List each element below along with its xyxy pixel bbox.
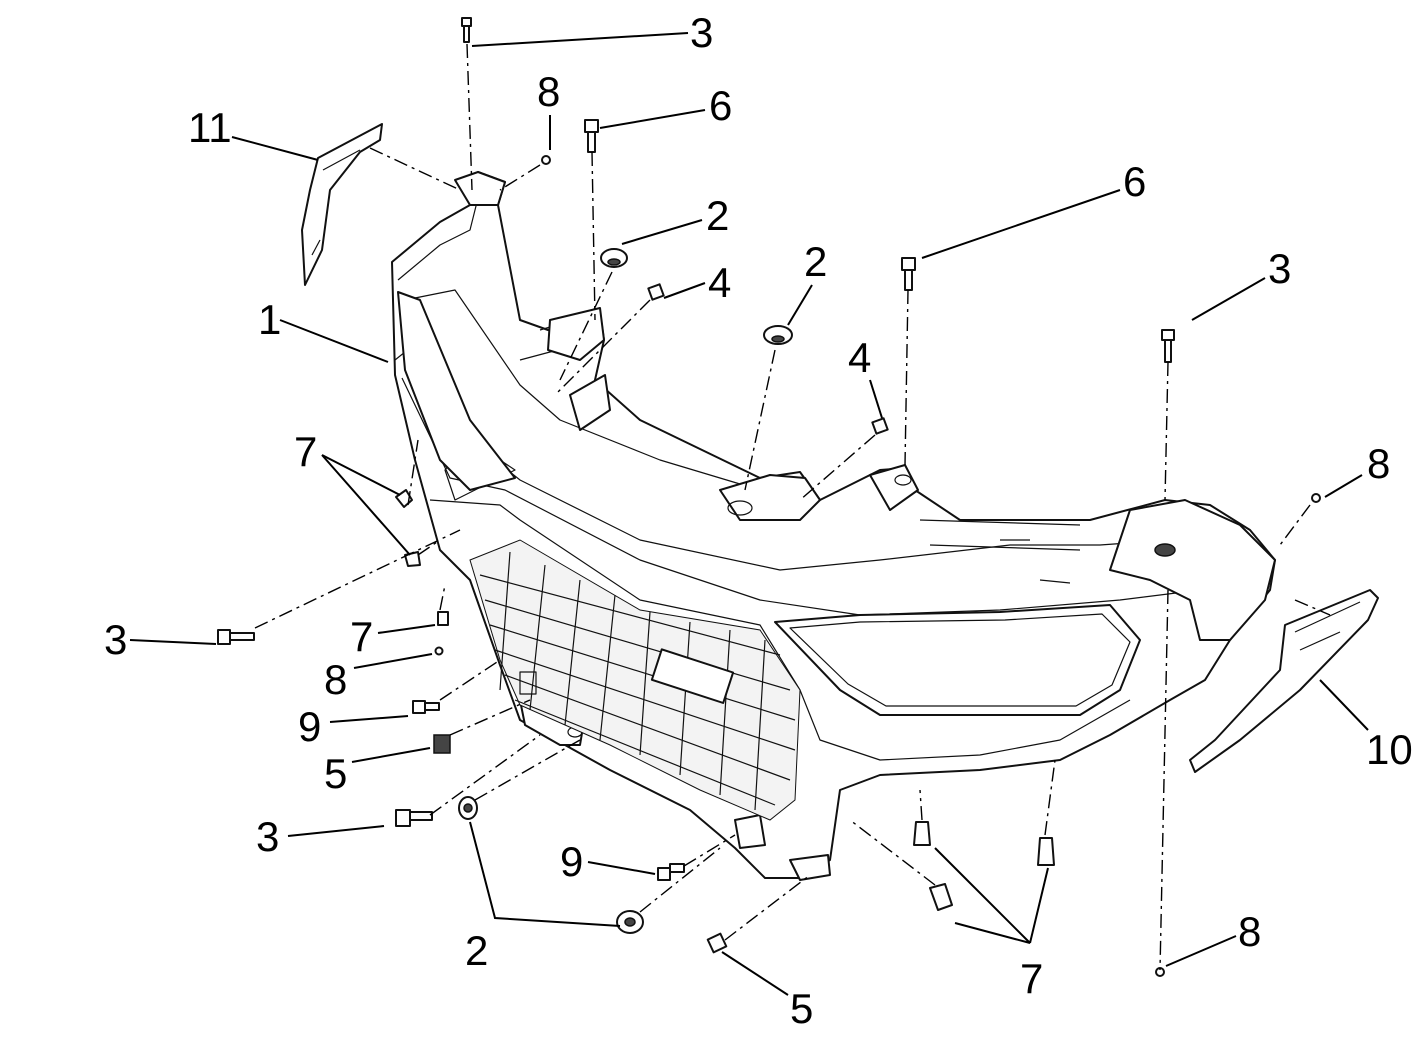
- grille-mesh: [469, 539, 801, 821]
- callout-4: 4: [708, 259, 731, 306]
- clip-nut-icon: [647, 283, 665, 301]
- callout-5: 5: [790, 985, 813, 1032]
- left-side-bracket: [301, 123, 383, 286]
- callout-6: 6: [1123, 158, 1146, 205]
- push-rivet-icon: [929, 883, 953, 911]
- callout-2: 2: [465, 927, 488, 974]
- callout-10: 10: [1366, 726, 1413, 773]
- callout-9: 9: [560, 838, 583, 885]
- callout-7: 7: [1020, 955, 1043, 1002]
- callout-3: 3: [104, 616, 127, 663]
- bolt-icon: [217, 629, 255, 645]
- callout-3: 3: [1268, 245, 1291, 292]
- callout-9: 9: [298, 703, 321, 750]
- leader-lines: [129, 32, 1369, 996]
- callout-7: 7: [294, 428, 317, 475]
- fasteners: [217, 17, 1321, 977]
- callout-8: 8: [537, 68, 560, 115]
- callout-6: 6: [709, 82, 732, 129]
- right-side-bracket: [1189, 589, 1379, 773]
- push-rivet-icon: [404, 551, 421, 567]
- callout-3: 3: [256, 813, 279, 860]
- bolt-icon: [1161, 329, 1175, 363]
- clip-nut-icon: [706, 932, 728, 954]
- screw-icon: [434, 646, 444, 656]
- clip-nut-icon: [433, 734, 451, 754]
- bolt-icon: [584, 119, 599, 153]
- callout-8: 8: [324, 656, 347, 703]
- screw-icon: [412, 700, 440, 714]
- callout-3: 3: [690, 9, 713, 56]
- bolt-icon: [395, 809, 433, 827]
- callout-7: 7: [350, 613, 373, 660]
- callout-2: 2: [804, 238, 827, 285]
- screw-icon: [1311, 493, 1321, 503]
- callout-1: 1: [258, 296, 281, 343]
- callout-4: 4: [848, 334, 871, 381]
- bolt-icon: [901, 257, 916, 291]
- grommet-icon: [616, 910, 644, 934]
- screw-icon: [541, 155, 551, 165]
- assembly-centerlines: [254, 43, 1331, 971]
- grommet-icon: [600, 248, 628, 268]
- callout-2: 2: [706, 192, 729, 239]
- grommet-icon: [458, 796, 478, 820]
- clip-nut-icon: [871, 417, 889, 435]
- push-rivet-icon: [437, 611, 449, 626]
- front-bumper-fascia: [391, 171, 1276, 881]
- grommet-icon: [763, 325, 793, 345]
- callout-5: 5: [324, 750, 347, 797]
- callout-8: 8: [1367, 440, 1390, 487]
- screw-icon: [657, 863, 685, 881]
- callout-labels: 3 8 6 11 2 4 2 6 3 1 4 7 8 3 7 8 9 5 10 …: [104, 9, 1413, 1032]
- bolt-icon: [461, 17, 472, 43]
- push-rivet-icon: [1037, 837, 1055, 866]
- callout-11: 11: [188, 104, 232, 151]
- callout-8: 8: [1238, 908, 1261, 955]
- push-rivet-icon: [913, 821, 931, 846]
